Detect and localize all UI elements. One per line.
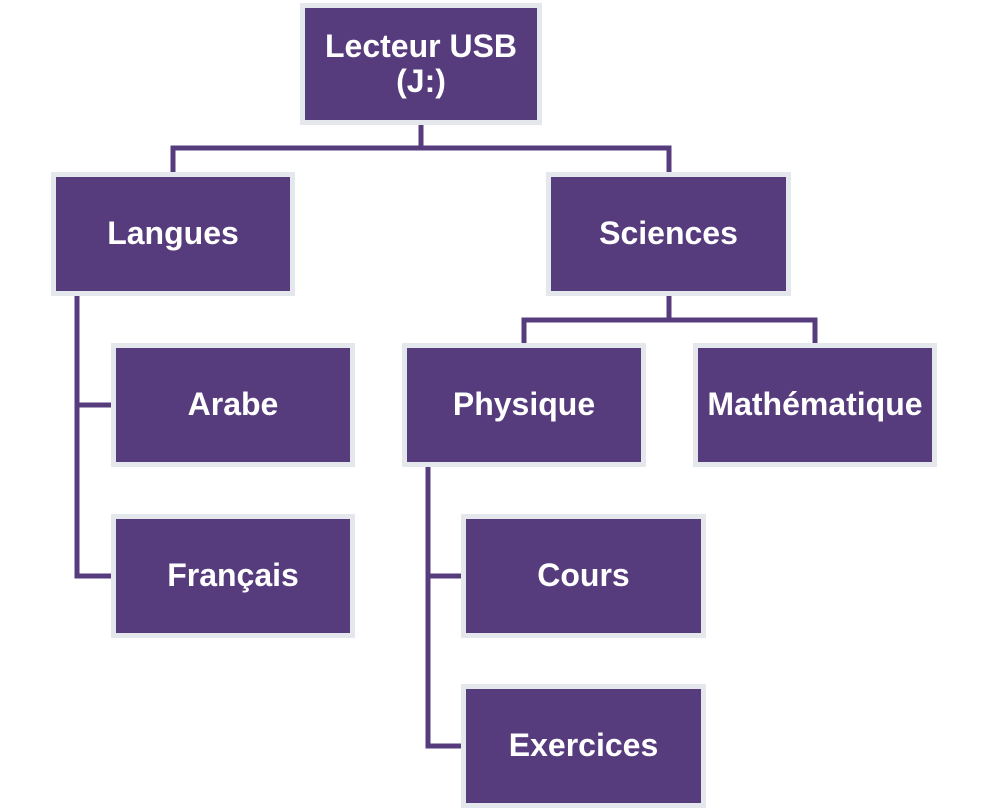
folder-node-label: Cours [537,557,630,594]
folder-node-langues[interactable]: Langues [51,172,295,296]
folder-node-physique[interactable]: Physique [402,343,646,467]
folder-node-label: Arabe [187,386,279,423]
folder-node-label: Français [167,557,299,594]
folder-node-exercices[interactable]: Exercices [461,684,706,808]
folder-node-arabe[interactable]: Arabe [111,343,355,467]
folder-node-mathematique[interactable]: Mathématique [693,343,937,467]
folder-node-label: Langues [107,215,239,252]
folder-node-sciences[interactable]: Sciences [546,172,791,296]
folder-node-label: Mathématique [707,386,923,423]
folder-node-label: Physique [452,386,596,423]
folder-node-label: Exercices [508,727,659,764]
folder-node-cours[interactable]: Cours [461,514,706,638]
folder-node-francais[interactable]: Français [111,514,355,638]
folder-node-label: Sciences [599,215,738,252]
folder-node-root[interactable]: Lecteur USB (J:) [300,3,542,125]
folder-node-label: Lecteur USB (J:) [324,27,518,99]
